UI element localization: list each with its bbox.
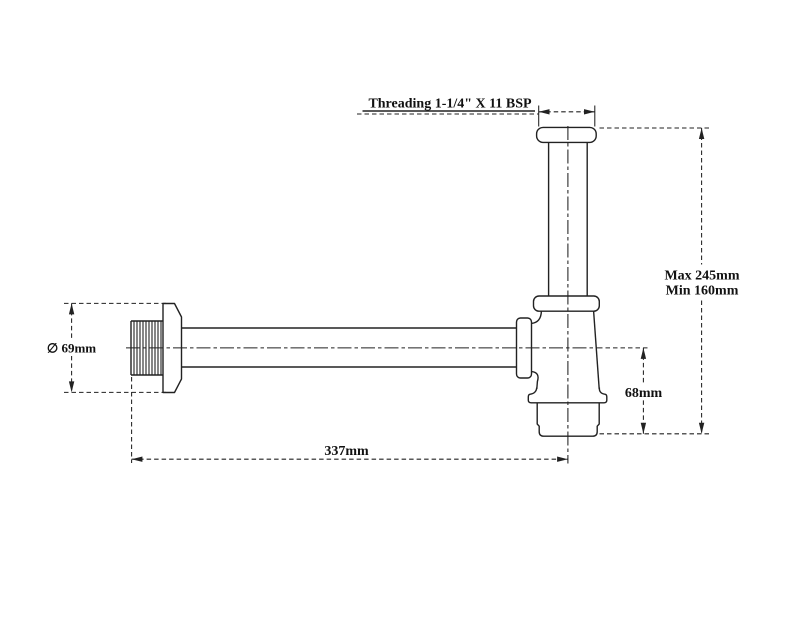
arrow-up-icon: [68, 303, 75, 315]
arrow-down-icon: [68, 381, 75, 393]
threading-extension-lines: [538, 105, 596, 127]
horizontal-pipe: [181, 327, 517, 368]
vertical-pipe-walls: [547, 142, 588, 297]
dimension-overall-length: 337mm: [131, 377, 568, 463]
outlet-height-label: 68mm: [625, 386, 663, 401]
arrow-up-icon: [640, 347, 647, 359]
dimension-outlet-height: 68mm: [598, 347, 666, 434]
diameter-extension-lines: [64, 302, 166, 393]
label-background: [45, 339, 99, 356]
height-min-label: Min 160mm: [666, 284, 739, 299]
arrow-up-icon: [698, 128, 705, 139]
dimension-threading: Threading 1-1/4" X 11 BSP: [357, 97, 596, 127]
body-bottom-left-fillet: [531, 370, 539, 390]
height-max-label: Max 245mm: [664, 269, 739, 284]
vertical-pipe: [532, 126, 601, 312]
pipe-top-cap: [535, 126, 597, 144]
arrow-left-icon: [538, 109, 550, 115]
arrow-left-icon: [131, 456, 143, 462]
label-background: [662, 264, 742, 298]
label-background: [621, 384, 666, 400]
overall-length-label: 337mm: [324, 444, 369, 459]
arrow-right-icon: [584, 109, 595, 115]
arrow-right-icon: [557, 456, 568, 462]
body-top-left-fillet: [531, 310, 543, 325]
body-right-edge: [592, 310, 600, 390]
centerlines: [126, 126, 598, 464]
dimension-adjustable-height: Max 245mm Min 160mm: [599, 127, 742, 435]
pipe-bottom-collar-nut: [532, 295, 601, 312]
arrow-down-icon: [698, 422, 705, 434]
threading-label: Threading 1-1/4" X 11 BSP: [368, 97, 532, 112]
dimension-flange-diameter: ∅ 69mm: [45, 302, 166, 393]
arrow-down-icon: [640, 422, 647, 434]
flange-diameter-label: ∅ 69mm: [47, 341, 96, 356]
